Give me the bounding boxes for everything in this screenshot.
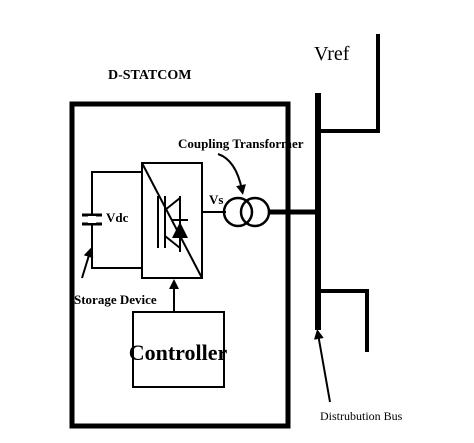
dstatcom-enclosure xyxy=(69,101,291,429)
igbt-collector-lead xyxy=(164,197,181,211)
upper-branch-line xyxy=(318,34,380,133)
transformer-primary-coil xyxy=(222,196,254,228)
coupling-transformer-arrow xyxy=(217,153,246,195)
title-label: D-STATCOM xyxy=(108,68,191,83)
storage-device-arrow xyxy=(81,247,94,279)
diode-triangle xyxy=(172,222,188,238)
vdc-label: Vdc xyxy=(106,210,129,225)
transformer-secondary-coil xyxy=(239,196,271,228)
distribution-bus-arrow xyxy=(313,329,331,403)
distribution-bus-label: Distrubution Bus xyxy=(320,409,403,423)
vs-label: Vs xyxy=(209,192,223,207)
coupling-transformer-label: Coupling Transformer xyxy=(178,136,304,151)
inverter-block xyxy=(141,162,203,279)
storage-device-label: Storage Device xyxy=(74,292,157,307)
igbt-emitter-lead xyxy=(164,235,181,249)
vref-label: Vref xyxy=(314,43,350,65)
controller-label: Controller xyxy=(129,340,228,365)
capacitor-gap xyxy=(88,216,96,223)
lower-branch-line xyxy=(318,289,369,352)
controller-block xyxy=(132,311,225,388)
